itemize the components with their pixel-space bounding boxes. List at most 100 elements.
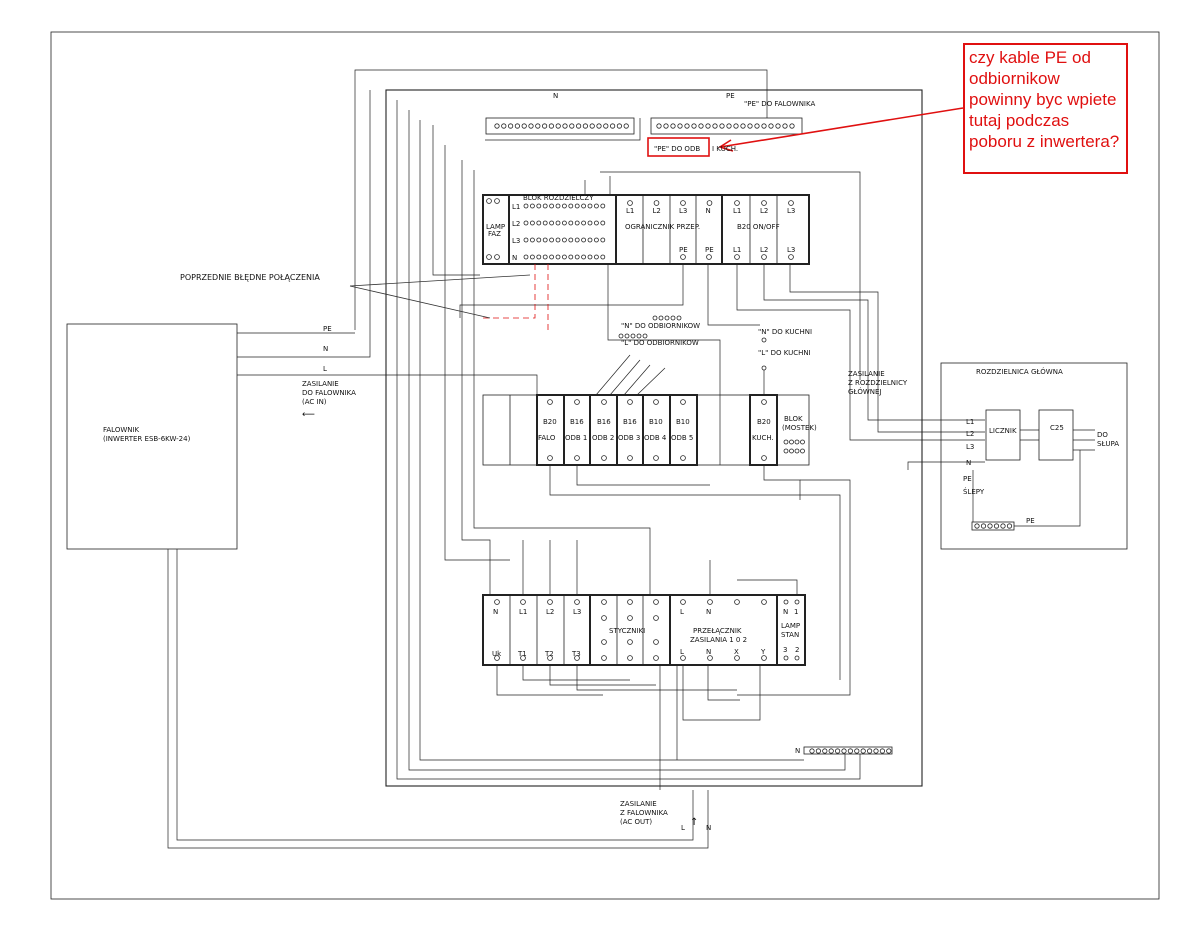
- bottom-n-bar-terminal: [841, 748, 847, 754]
- label-l-left: L: [323, 365, 327, 373]
- b20-terminal: [761, 200, 767, 206]
- label-przelacznik-2: ZASILANIA 1 0 2: [690, 636, 747, 644]
- label-pe-top: PE: [726, 92, 735, 100]
- label-licznik: LICZNIK: [989, 427, 1017, 435]
- mostek-terminal: [794, 448, 800, 454]
- stan-terminal: [794, 599, 800, 605]
- breaker-terminal: [547, 399, 553, 405]
- lamp-terminal: [486, 198, 492, 204]
- pe-bar-terminal: [782, 123, 788, 129]
- din-rail-3: [482, 594, 806, 666]
- blok-terminal: [600, 203, 606, 209]
- n-bar-terminal: [562, 123, 568, 129]
- ogranicznik-bottom-label: PE: [705, 246, 714, 254]
- contactor-terminal: [547, 599, 553, 605]
- pe-highlight-box: [647, 137, 710, 157]
- label-do: DO: [1097, 431, 1108, 439]
- b20-top-label: L2: [760, 207, 768, 215]
- stycznik-terminal: [653, 599, 659, 605]
- breaker-rating: B10: [649, 418, 663, 426]
- main-line-label: N: [966, 459, 971, 467]
- n-bar-terminal: [548, 123, 555, 129]
- n-bar-terminal: [589, 123, 595, 129]
- stycznik-terminal: [601, 655, 607, 661]
- bottom-n-bar-terminal: [886, 748, 892, 754]
- blok-terminal: [600, 237, 606, 243]
- switch-bottom-label: L: [680, 648, 684, 656]
- main-distribution-box: [940, 362, 1128, 550]
- mostek-terminal: [794, 439, 800, 445]
- blok-terminal: [523, 237, 529, 243]
- blok-terminal: [536, 220, 542, 226]
- contactor-terminal: [520, 599, 526, 605]
- blok-terminal: [594, 220, 599, 226]
- n-bar-terminal: [501, 123, 507, 129]
- mostek-terminal: [789, 439, 794, 445]
- breaker-terminal: [627, 455, 633, 461]
- contactor-bottom-label: T3: [571, 650, 581, 658]
- connector-dot: [676, 315, 682, 321]
- pe-bar-terminal: [712, 123, 718, 129]
- contactor-top-label: L3: [573, 608, 581, 616]
- mostek-terminal: [783, 448, 789, 454]
- contactor-bottom-label: T2: [544, 650, 554, 658]
- breaker-name: ODB 1: [565, 434, 587, 442]
- ogranicznik-top-label: L2: [653, 207, 661, 215]
- blok-terminal: [581, 237, 586, 243]
- lamp-terminal: [494, 198, 500, 204]
- stycznik-terminal: [653, 615, 659, 621]
- n-bar-terminal: [596, 123, 602, 129]
- label-rozdzielnica-glowna: ROZDZIELNICA GŁÓWNA: [976, 367, 1063, 376]
- ogranicznik-terminal: [680, 254, 686, 260]
- n-bar-terminal: [535, 123, 541, 129]
- contactor-terminal: [574, 655, 580, 661]
- pe-blind-terminal: [1006, 523, 1013, 529]
- stycznik-terminal: [653, 655, 659, 661]
- blok-terminal: [574, 203, 580, 209]
- annotation-arrow: [719, 107, 964, 148]
- pe-bar-terminal: [705, 123, 711, 129]
- label-zasilanie-rozdz-1: ZASILANIE: [848, 370, 885, 378]
- bottom-n-bar-terminal: [854, 748, 860, 754]
- connector-dot: [630, 333, 636, 339]
- n-bar-terminal: [569, 123, 575, 129]
- bottom-n-bar-terminal: [828, 748, 834, 754]
- label-slupa: SŁUPA: [1097, 440, 1119, 448]
- connector-dot: [636, 333, 642, 339]
- lamp-terminal: [486, 254, 492, 260]
- breaker-name: FALO: [538, 434, 556, 442]
- blok-terminal: [542, 220, 548, 226]
- stan-top-label: 1: [794, 608, 798, 616]
- blok-terminal: [523, 220, 529, 226]
- blok-terminal: [594, 237, 599, 243]
- switch-terminal: [734, 599, 740, 605]
- stan-terminal: [783, 655, 789, 661]
- stycznik-terminal: [653, 639, 659, 645]
- blok-terminal: [536, 203, 542, 209]
- blok-terminal: [530, 220, 535, 226]
- blok-terminal: [600, 220, 606, 226]
- blok-terminal: [574, 237, 580, 243]
- label-n-left: N: [323, 345, 328, 353]
- label-zasilanie-fal-3: (AC IN): [302, 398, 327, 406]
- switch-top-label: L: [680, 608, 684, 616]
- contactor-bottom-label: Uk: [492, 650, 502, 658]
- label-zasilanie-rozdz-3: GŁÓWNEJ: [848, 387, 882, 396]
- mostek-terminal: [783, 439, 789, 445]
- n-bar-terminal: [507, 123, 514, 129]
- pe-blind-terminal: [987, 523, 993, 529]
- ogranicznik-top-label: L3: [679, 207, 687, 215]
- n-bar-terminal: [582, 123, 589, 129]
- label-l-do-odbiornikow: "L" DO ODBIORNIKOW: [621, 339, 699, 347]
- blok-terminal: [555, 254, 561, 260]
- pe-blind-terminal: [980, 523, 987, 529]
- blok-terminal: [587, 203, 593, 209]
- connector-dot: [642, 333, 648, 339]
- label-n-do-odbiornikow: "N" DO ODBIORNIKOW: [621, 322, 700, 330]
- breaker-rating: B20: [543, 418, 557, 426]
- ogranicznik-bottom-label: PE: [679, 246, 688, 254]
- breaker-terminal: [574, 455, 580, 461]
- cabinet-enclosure: [385, 89, 923, 787]
- n-bar-terminal: [555, 123, 561, 129]
